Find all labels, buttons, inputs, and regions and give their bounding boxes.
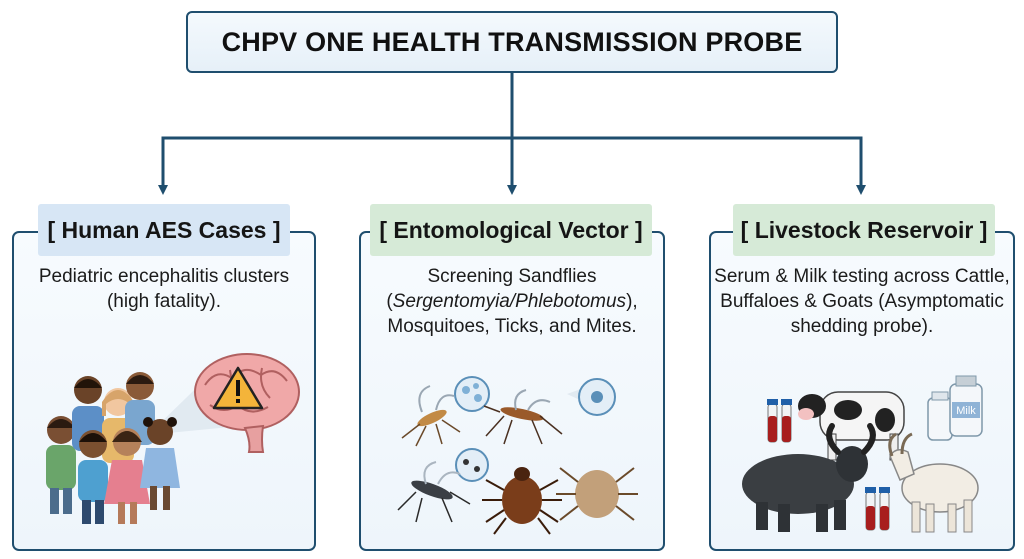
diagram-title: CHPV ONE HEALTH TRANSMISSION PROBE bbox=[186, 11, 838, 73]
tick-icon bbox=[482, 467, 562, 535]
child-6 bbox=[104, 428, 150, 524]
panel-label-livestock: [ Livestock Reservoir ] bbox=[733, 204, 995, 256]
milk-label: Milk bbox=[956, 405, 976, 417]
panel-desc-human: Pediatric encephalitis clusters (high fa… bbox=[38, 266, 290, 312]
mosquito-icon bbox=[483, 389, 563, 445]
cow-icon bbox=[798, 391, 905, 461]
vector-desc-line1: Screening Sandflies bbox=[427, 266, 597, 287]
arrow-left bbox=[158, 136, 512, 195]
blood-tube-icon-2 bbox=[865, 487, 890, 531]
mosquito-icon-2 bbox=[397, 461, 471, 523]
panel-desc-livestock: Serum & Milk testing across Cattle, Buff… bbox=[714, 266, 1010, 337]
child-7 bbox=[140, 417, 180, 510]
vector-desc-close: ), bbox=[626, 291, 638, 312]
goat-icon bbox=[888, 432, 979, 533]
child-5 bbox=[78, 430, 108, 524]
vector-illustration bbox=[397, 376, 638, 535]
microscope-view-icon-2 bbox=[578, 378, 616, 416]
milk-bottle-icon: Milk bbox=[927, 375, 983, 441]
sandfly-icon bbox=[401, 385, 461, 447]
vector-desc-line2: (Sergentomyia/Phlebotomus), bbox=[364, 289, 660, 314]
panel-desc-vector: Screening Sandflies (Sergentomyia/Phlebo… bbox=[364, 264, 660, 339]
buffalo-icon bbox=[742, 423, 876, 532]
panel-label-human: [ Human AES Cases ] bbox=[38, 204, 290, 256]
microscope-view-icon-3 bbox=[455, 448, 489, 482]
panel-label-vector: [ Entomological Vector ] bbox=[370, 204, 652, 256]
vector-desc-open: ( bbox=[386, 291, 393, 312]
livestock-illustration: Milk bbox=[742, 375, 983, 533]
warning-icon bbox=[212, 366, 264, 410]
arrow-right bbox=[512, 136, 866, 195]
vector-desc-genus: Sergentomyia/Phlebotomus bbox=[392, 291, 627, 312]
children-group bbox=[46, 353, 300, 524]
vector-desc-line3: Mosquitoes, Ticks, and Mites. bbox=[387, 316, 637, 337]
mite-icon bbox=[556, 467, 638, 521]
child-1 bbox=[46, 416, 76, 514]
blood-tube-icon bbox=[767, 399, 792, 443]
microscope-view-icon bbox=[454, 376, 490, 412]
